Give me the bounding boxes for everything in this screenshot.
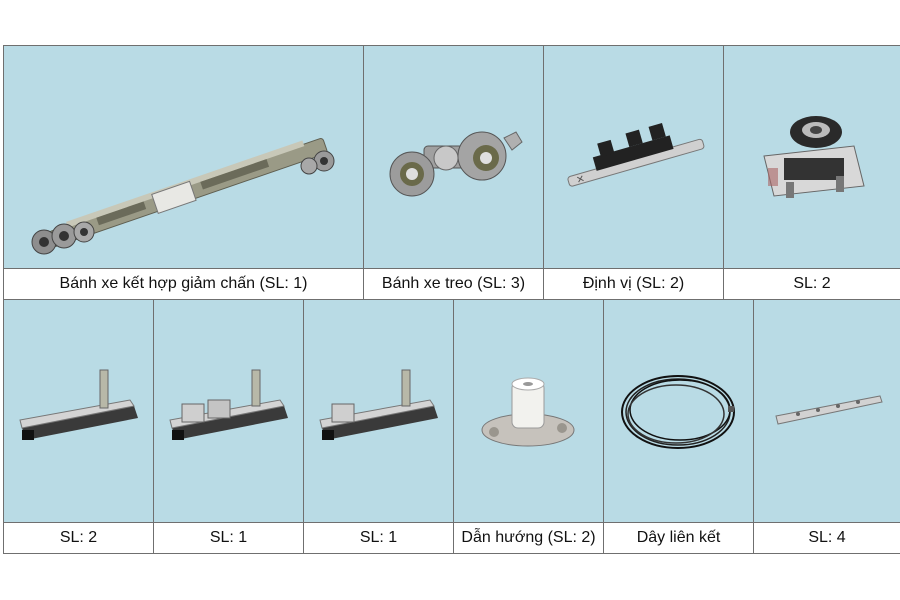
- svg-text:✕: ✕: [575, 174, 586, 187]
- product-caption: SL: 1: [304, 523, 453, 553]
- product-bolt-slider: SL: 2: [4, 300, 154, 554]
- cable-coil-icon: [621, 375, 735, 449]
- product-caption: Định vị (SL: 2): [544, 269, 723, 299]
- product-clamp-slider-2: SL: 1: [304, 300, 454, 554]
- product-cable: Dây liên kết: [604, 300, 754, 554]
- product-image: [754, 300, 900, 523]
- bolt-slider-icon: [19, 369, 138, 440]
- product-caption: Bánh xe treo (SL: 3): [364, 269, 543, 299]
- product-hanging-roller: Bánh xe treo (SL: 3): [364, 46, 544, 300]
- product-image: [364, 46, 543, 269]
- clamp-slider-icon: [169, 369, 288, 440]
- product-image: [4, 46, 363, 269]
- product-caption: Bánh xe kết hợp giảm chấn (SL: 1): [4, 269, 363, 299]
- product-row-1: Bánh xe kết hợp giảm chấn (SL: 1) Bánh x…: [4, 46, 900, 300]
- product-image: ✕: [544, 46, 723, 269]
- product-caption: SL: 2: [724, 269, 900, 299]
- product-floor-guide: Dẫn hướng (SL: 2): [454, 300, 604, 554]
- product-image: [304, 300, 453, 523]
- product-caption: SL: 2: [4, 523, 153, 553]
- product-caption: SL: 4: [754, 523, 900, 553]
- product-positioner: ✕ Định vị (SL: 2): [544, 46, 724, 300]
- product-grid: Bánh xe kết hợp giảm chấn (SL: 1) Bánh x…: [3, 45, 900, 554]
- product-image: [724, 46, 900, 269]
- positioner-bracket-icon: ✕: [567, 123, 705, 187]
- product-caption: Dẫn hướng (SL: 2): [454, 523, 603, 553]
- connector-plate-icon: [775, 395, 883, 425]
- product-image: [154, 300, 303, 523]
- product-caption: SL: 1: [154, 523, 303, 553]
- hanging-roller-icon: [389, 131, 523, 197]
- product-row-2: SL: 2 SL: 1: [4, 300, 900, 554]
- floor-guide-icon: [481, 377, 575, 447]
- product-image: [4, 300, 153, 523]
- clamp-slider-icon: [319, 369, 438, 440]
- product-clamp-slider-1: SL: 1: [154, 300, 304, 554]
- product-image: [604, 300, 753, 523]
- product-connector-plate: SL: 4: [754, 300, 900, 554]
- product-guide-wheel: SL: 2: [724, 46, 900, 300]
- product-damper-roller: Bánh xe kết hợp giảm chấn (SL: 1): [4, 46, 364, 300]
- product-caption: Dây liên kết: [604, 523, 753, 553]
- product-image: [454, 300, 603, 523]
- damper-roller-rail-icon: [31, 138, 335, 255]
- guide-wheel-bracket-icon: [763, 116, 865, 198]
